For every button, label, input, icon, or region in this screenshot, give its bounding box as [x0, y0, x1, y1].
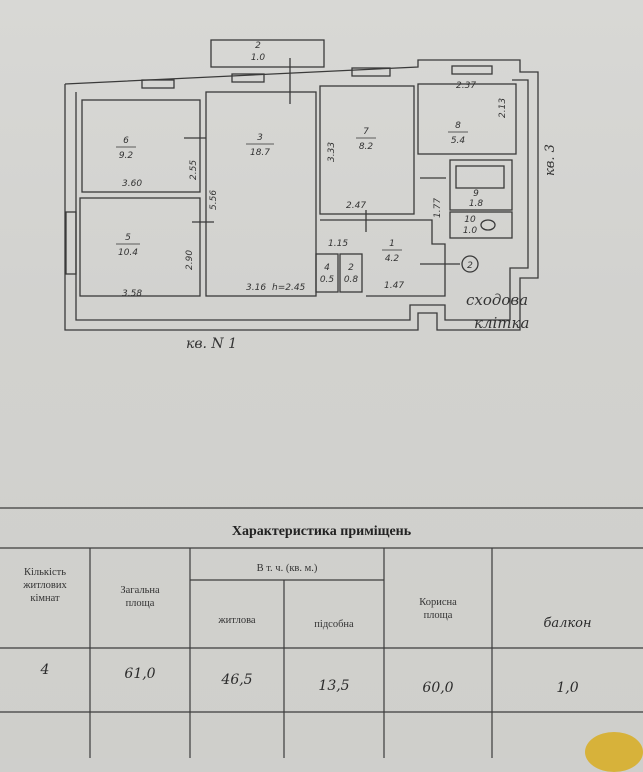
inner-wall — [75, 79, 529, 321]
balcony-area: 1.0 — [251, 53, 266, 63]
entry-marker-number: 2 — [467, 261, 473, 271]
dimension-label: 2.55 — [189, 160, 199, 180]
room-area: 0.5 — [320, 275, 335, 285]
dimension-label: 3.16 — [246, 283, 266, 293]
dimension-label: 3.60 — [122, 179, 142, 189]
value-total-area: 61,0 — [124, 666, 156, 682]
room-number: 6 — [123, 136, 129, 146]
dimension-label: 2.90 — [185, 250, 195, 270]
room-number: 10 — [464, 215, 476, 225]
room-number: 4 — [324, 263, 330, 273]
dimension-label: 3.33 — [327, 142, 337, 162]
room-number: 1 — [389, 239, 395, 249]
header-useful-area: Корисна площа — [419, 597, 457, 621]
value-living-area: 46,5 — [221, 672, 253, 688]
room-area: 10.4 — [118, 248, 138, 258]
balcony-number: 2 — [255, 41, 261, 51]
table-title: Характеристика приміщень — [231, 524, 412, 539]
rooms-characteristics-table: Характеристика приміщень Кількість житло… — [0, 500, 643, 758]
apartment-label: кв. N 1 — [186, 336, 237, 352]
header-auxiliary: підсобна — [314, 619, 354, 630]
header-total-area: Загальна площа — [120, 585, 160, 609]
dimension-label: 5.56 — [209, 190, 219, 210]
table-grid — [0, 507, 643, 758]
window — [141, 79, 175, 89]
stairwell-label-line2: клітка — [474, 314, 529, 332]
closet-2-label: 2 0.8 — [344, 263, 359, 285]
entry-marker-circle — [461, 255, 479, 273]
header-rooms-count: Кількість житлових кімнат — [23, 567, 67, 604]
room-6-outline — [81, 99, 201, 193]
dimension-label: 1.77 — [433, 198, 443, 218]
room-9-outline — [449, 159, 513, 211]
toilet — [480, 219, 496, 231]
floor-plan: 2 1.0 6 9.2 3 18.7 7 8.2 8 5.4 5 10.4 9 … — [64, 39, 558, 352]
dimension-label: 2.37 — [456, 81, 476, 91]
closet-4-label: 4 0.5 — [320, 263, 335, 285]
header-balcony: балкон — [543, 616, 592, 631]
closet-2-outline — [339, 253, 363, 293]
room-10-label: 10 1.0 — [463, 215, 478, 236]
window — [231, 73, 265, 83]
window — [351, 67, 391, 77]
room-3-outline — [205, 91, 317, 297]
room-7-outline — [319, 85, 415, 215]
header-including: В т. ч. (кв. м.) — [256, 563, 318, 574]
room-5-outline — [79, 197, 201, 297]
room-area: 4.2 — [385, 254, 400, 264]
room-number: 8 — [455, 121, 461, 131]
room-3-label: 3 18.7 — [246, 133, 274, 158]
room-10-outline — [449, 211, 513, 239]
dimension-label: 2.13 — [498, 98, 508, 118]
room-number: 5 — [125, 233, 131, 243]
room-area: 0.8 — [344, 275, 359, 285]
neighbor-apartment-label: кв. 3 — [543, 144, 558, 176]
room-area: 18.7 — [250, 148, 270, 158]
stairwell-label-line1: сходова — [466, 291, 528, 309]
room-area: 1.8 — [469, 199, 484, 209]
room-number: 7 — [363, 127, 369, 137]
room-area: 1.0 — [463, 226, 478, 236]
closet-4-outline — [315, 253, 339, 293]
room-number: 3 — [257, 133, 263, 143]
value-useful-area: 60,0 — [422, 680, 454, 696]
room-8-label: 8 5.4 — [448, 121, 468, 146]
room-number: 2 — [348, 263, 354, 273]
dimension-label: 1.15 — [328, 239, 348, 249]
value-auxiliary-area: 13,5 — [318, 678, 350, 694]
room-7-label: 7 8.2 — [356, 127, 376, 152]
watermark-logo — [585, 732, 643, 772]
room-area: 9.2 — [119, 151, 134, 161]
dimension-label: 2.47 — [346, 201, 366, 211]
room-8-outline — [417, 83, 517, 155]
room-6-label: 6 9.2 — [116, 136, 136, 161]
outer-wall — [64, 59, 539, 331]
balcony-outline — [210, 39, 325, 68]
value-rooms-count: 4 — [40, 662, 50, 678]
header-living: житлова — [218, 615, 256, 626]
room-area: 5.4 — [451, 136, 466, 146]
window — [65, 211, 77, 275]
dimension-label: 1.47 — [384, 281, 404, 291]
corridor-wall — [320, 219, 446, 297]
value-balcony: 1,0 — [556, 680, 579, 696]
room-9-label: 9 1.8 — [469, 189, 484, 209]
room-number: 9 — [473, 189, 479, 199]
ceiling-height: h=2.45 — [272, 283, 306, 293]
bathtub — [455, 165, 505, 189]
window — [451, 65, 493, 75]
room-1-label: 1 4.2 — [382, 239, 402, 264]
room-5-label: 5 10.4 — [116, 233, 140, 258]
dimension-label: 3.58 — [122, 289, 142, 299]
room-area: 8.2 — [359, 142, 374, 152]
